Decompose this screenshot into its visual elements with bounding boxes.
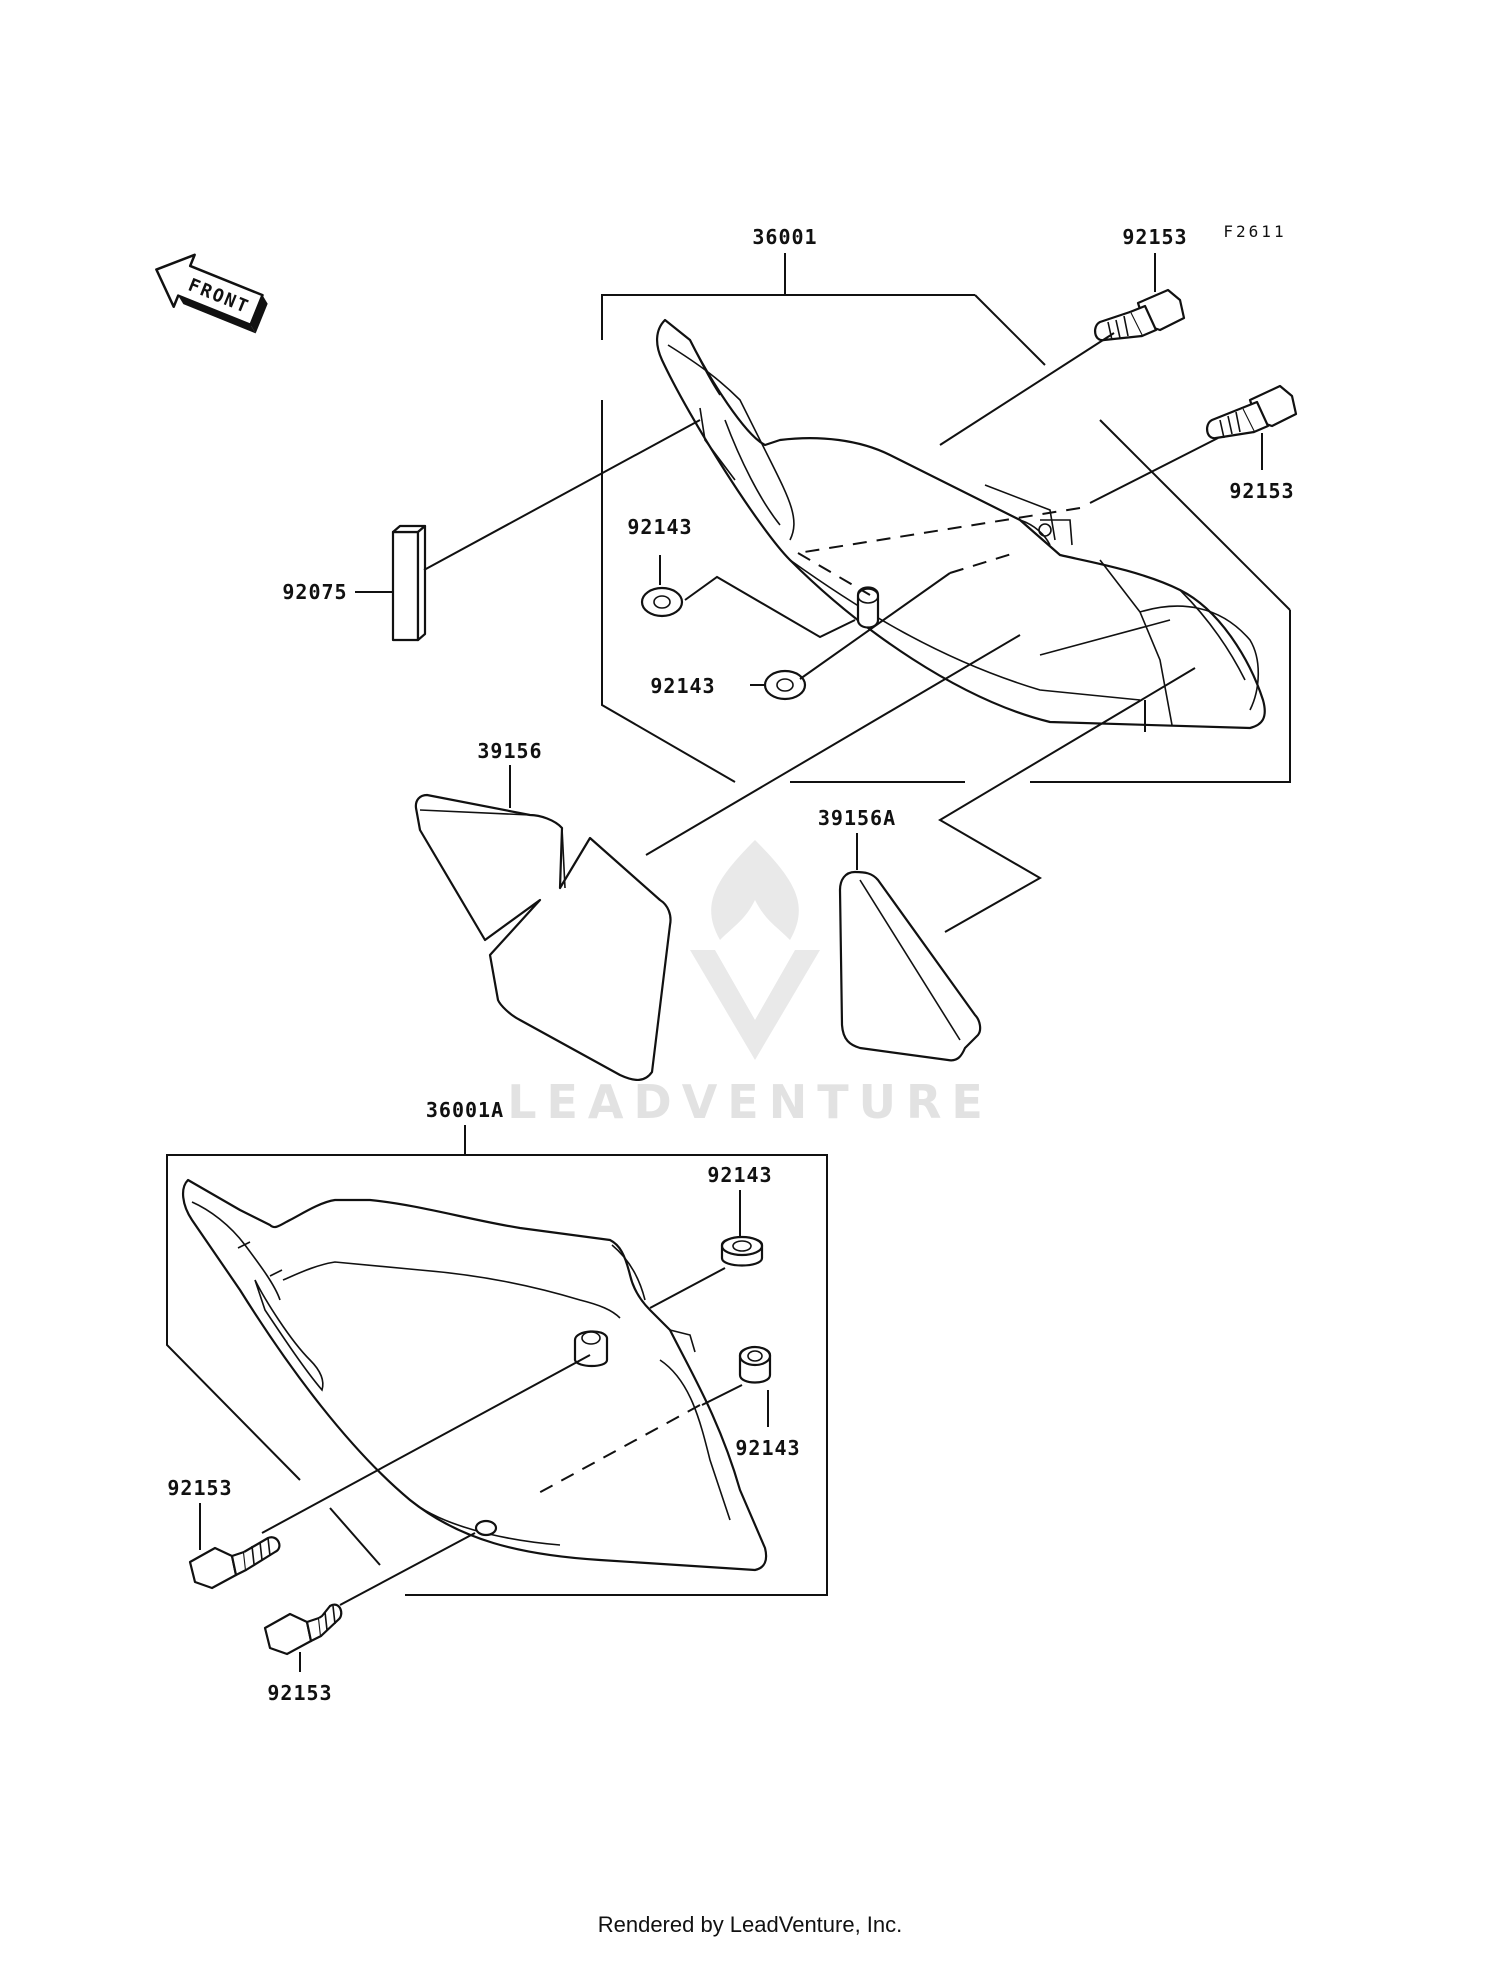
washer-92143-lower-b	[738, 1345, 772, 1384]
watermark: LEADVENTURE	[507, 840, 993, 1129]
side-cover-36001	[656, 318, 1266, 730]
callout-92143-d: 92143	[735, 1436, 800, 1460]
callout-92153-a: 92153	[1122, 225, 1187, 249]
callout-39156a: 39156A	[818, 806, 896, 830]
callout-92153-c: 92153	[167, 1476, 232, 1500]
callout-92153-d: 92153	[267, 1681, 332, 1705]
callout-36001a: 36001A	[426, 1098, 504, 1122]
lower-bracket	[166, 1125, 828, 1596]
upper-leaders	[355, 253, 1263, 933]
bolt-92153-lower-a	[188, 1536, 281, 1590]
front-arrow-icon: FRONT	[155, 253, 268, 334]
bolt-92153-upper-b	[1206, 384, 1298, 440]
callout-92075: 92075	[282, 580, 347, 604]
bolt-92153-upper-a	[1094, 288, 1186, 342]
washer-92143-lower-a	[720, 1235, 764, 1267]
callout-92143-c: 92143	[707, 1163, 772, 1187]
footer-credit: Rendered by LeadVenture, Inc.	[598, 1912, 903, 1937]
lower-leaders	[199, 1190, 769, 1672]
bolt-92153-lower-b	[263, 1603, 343, 1656]
upper-bracket	[601, 253, 1291, 783]
callout-92143-a: 92143	[627, 515, 692, 539]
decal-39156	[414, 793, 672, 1081]
label-92075	[391, 524, 427, 642]
watermark-text: LEADVENTURE	[507, 1075, 993, 1129]
watermark-logo-icon	[690, 840, 820, 1060]
washer-92143-upper-b	[763, 669, 807, 701]
callout-39156: 39156	[477, 739, 542, 763]
callout-labels: 36001 92153 92153 92075 92143 92143 3915…	[167, 225, 1294, 1705]
side-cover-36001a	[182, 1178, 768, 1572]
decal-39156a	[838, 870, 982, 1062]
callout-92153-b: 92153	[1229, 479, 1294, 503]
callout-92143-b: 92143	[650, 674, 715, 698]
figure-code: F2611	[1223, 222, 1286, 241]
washer-92143-upper-a	[640, 586, 684, 618]
callout-36001: 36001	[752, 225, 817, 249]
